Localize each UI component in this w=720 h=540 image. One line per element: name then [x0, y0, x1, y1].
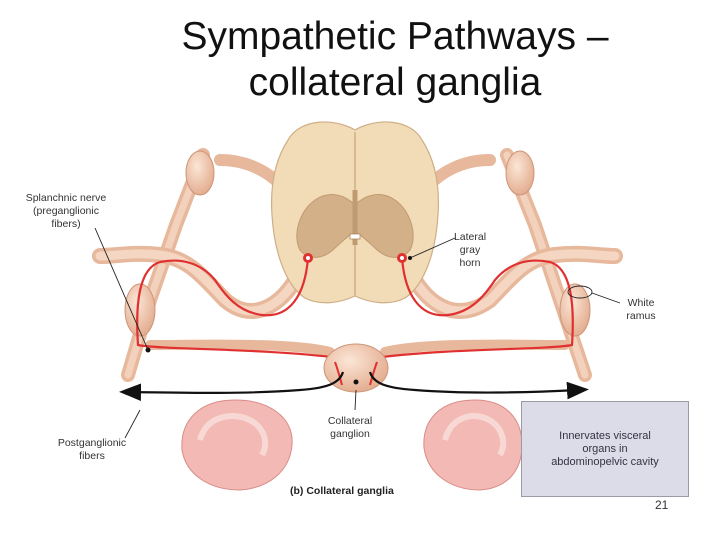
label-collateral-1: Collateral [328, 415, 372, 427]
leader-lines [94, 227, 621, 439]
label-splanchnic-3: fibers) [51, 218, 80, 230]
left-visceral-organ [181, 399, 293, 491]
label-white-ramus-1: White [628, 297, 655, 309]
label-postganglionic-1: Postganglionic [58, 437, 126, 449]
label-collateral-2: ganglion [330, 428, 370, 440]
page-number: 21 [655, 498, 669, 512]
spinal-cord [270, 121, 440, 304]
right-visceral-organ [423, 399, 523, 491]
label-lateral-2: gray [460, 244, 481, 256]
label-splanchnic-2: (preganglionic [33, 205, 99, 217]
label-splanchnic-1: Splanchnic nerve [26, 192, 107, 204]
innervation-box: Innervates visceral organs in abdominope… [521, 401, 689, 497]
label-lateral-1: Lateral [454, 231, 486, 243]
figure-caption: (b) Collateral ganglia [290, 485, 394, 497]
title-line-2: collateral ganglia [248, 61, 542, 104]
collateral-ganglion [323, 343, 389, 393]
label-postganglionic-2: fibers [79, 450, 105, 462]
title-line-1: Sympathetic Pathways – [181, 15, 609, 58]
preganglionic-fibers [136, 253, 574, 360]
label-lateral-3: horn [459, 257, 480, 269]
innervation-text: Innervates visceral organs in abdominope… [551, 429, 659, 468]
postganglionic-fibers [119, 371, 589, 401]
slide-title: Sympathetic Pathways – collateral gangli… [100, 14, 690, 106]
label-white-ramus-2: ramus [626, 310, 655, 322]
